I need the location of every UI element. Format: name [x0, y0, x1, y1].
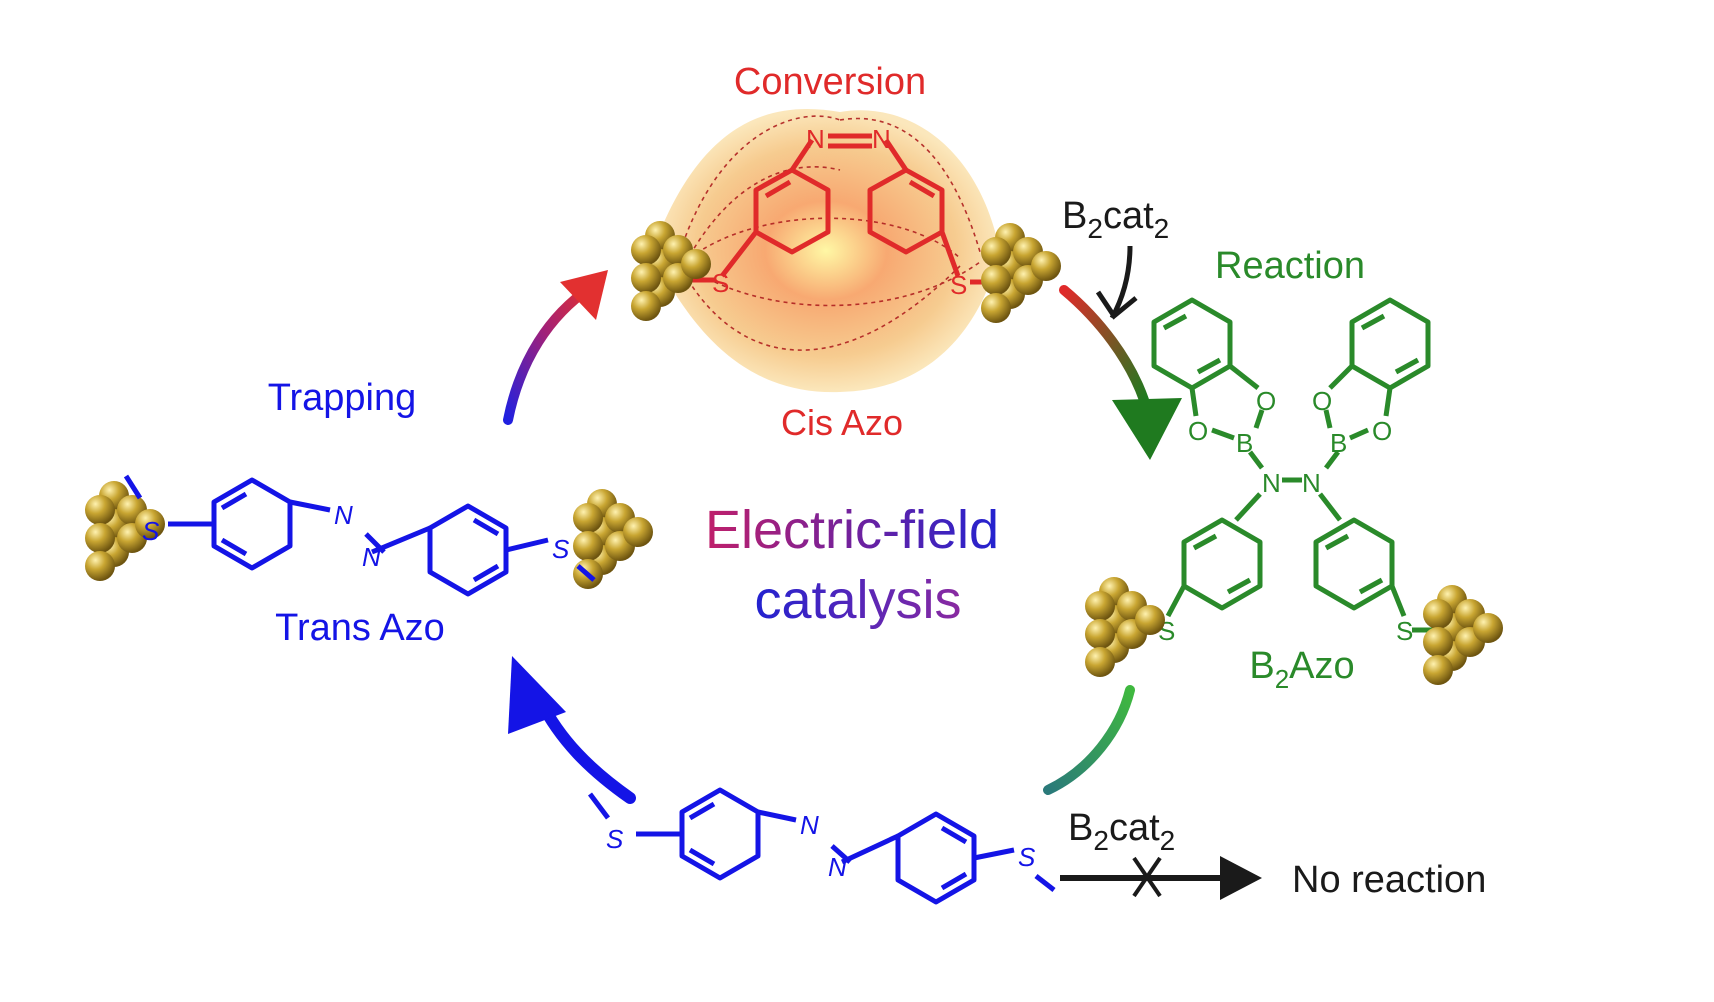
- b2azo-label: B2Azo: [1249, 645, 1354, 694]
- blocked-cross-icon: [1132, 856, 1162, 898]
- b2azo-atom-o1: O: [1256, 386, 1276, 416]
- reagent-top-main: B: [1062, 195, 1087, 237]
- b2azo-atom-b1: B: [1236, 428, 1253, 458]
- reagent-top-sub: 2: [1087, 213, 1103, 244]
- reagent-top-mid: cat: [1103, 195, 1154, 237]
- center-title-line2: catalysis: [754, 570, 961, 630]
- arrow-reaction: [1059, 285, 1182, 460]
- reagent-label-top: B2cat2: [1062, 195, 1169, 244]
- trans-azo-atom-s1: S: [142, 516, 160, 546]
- b2azo-atom-o4: O: [1372, 416, 1392, 446]
- free-azo-atom-n1: N: [800, 810, 819, 840]
- cis-azo-atom-s2: S: [950, 270, 967, 300]
- center-title-line1: Electric-field: [705, 500, 999, 560]
- gold-electrode-b2-right: [1423, 585, 1503, 685]
- trans-azo-molecule: N N S S: [85, 474, 653, 597]
- trans-azo-atom-s2: S: [552, 534, 570, 564]
- b2azo-label-sub: 2: [1275, 664, 1289, 694]
- free-azo-molecule: N N S S: [588, 787, 1056, 905]
- trans-azo-atom-n1: N: [334, 500, 353, 530]
- reagent-arrow-in: [1095, 245, 1138, 320]
- b2azo-atom-s2: S: [1396, 616, 1413, 646]
- reagent-bottom-main: B: [1068, 807, 1093, 849]
- trans-azo-label: Trans Azo: [275, 607, 445, 649]
- reagent-bottom-sub: 2: [1093, 825, 1109, 856]
- no-reaction-label: No reaction: [1292, 859, 1486, 901]
- arrow-trapping: [503, 270, 608, 425]
- b2azo-atom-b2: B: [1330, 428, 1347, 458]
- cis-azo-atom-s1: S: [712, 268, 729, 298]
- reaction-label: Reaction: [1215, 245, 1365, 287]
- reagent-label-bottom: B2cat2: [1068, 807, 1175, 856]
- b2azo-atom-n2: N: [1302, 468, 1321, 498]
- reagent-top-sub2: 2: [1154, 213, 1170, 244]
- cis-azo-molecule: N N S S: [631, 109, 1061, 393]
- reagent-bottom-mid: cat: [1109, 807, 1160, 849]
- trapping-label: Trapping: [268, 377, 417, 419]
- trans-azo-atom-n2: N: [362, 542, 381, 572]
- arrow-release: [1043, 685, 1135, 795]
- b2azo-label-tail: Azo: [1289, 645, 1354, 687]
- no-reaction-arrow: [1060, 856, 1262, 900]
- free-azo-atom-s1: S: [606, 824, 624, 854]
- b2azo-atom-o3: O: [1312, 386, 1332, 416]
- b2azo-molecule: O O B O O B N N S S: [1085, 297, 1503, 685]
- conversion-label: Conversion: [734, 61, 926, 103]
- arrow-return: [508, 656, 636, 804]
- cis-azo-label: Cis Azo: [781, 402, 903, 443]
- b2azo-atom-n1: N: [1262, 468, 1281, 498]
- cis-azo-glow: [652, 109, 1000, 393]
- b2azo-label-main: B: [1249, 645, 1274, 687]
- free-azo-atom-s2: S: [1018, 842, 1036, 872]
- cis-azo-atom-n2: N: [872, 124, 891, 154]
- free-azo-atom-n2: N: [828, 852, 847, 882]
- cis-azo-atom-n1: N: [806, 124, 825, 154]
- gold-electrode-right: [981, 223, 1061, 323]
- gold-electrode-b2-left: [1085, 577, 1165, 677]
- b2azo-atom-o2: O: [1188, 416, 1208, 446]
- reagent-bottom-sub2: 2: [1160, 825, 1176, 856]
